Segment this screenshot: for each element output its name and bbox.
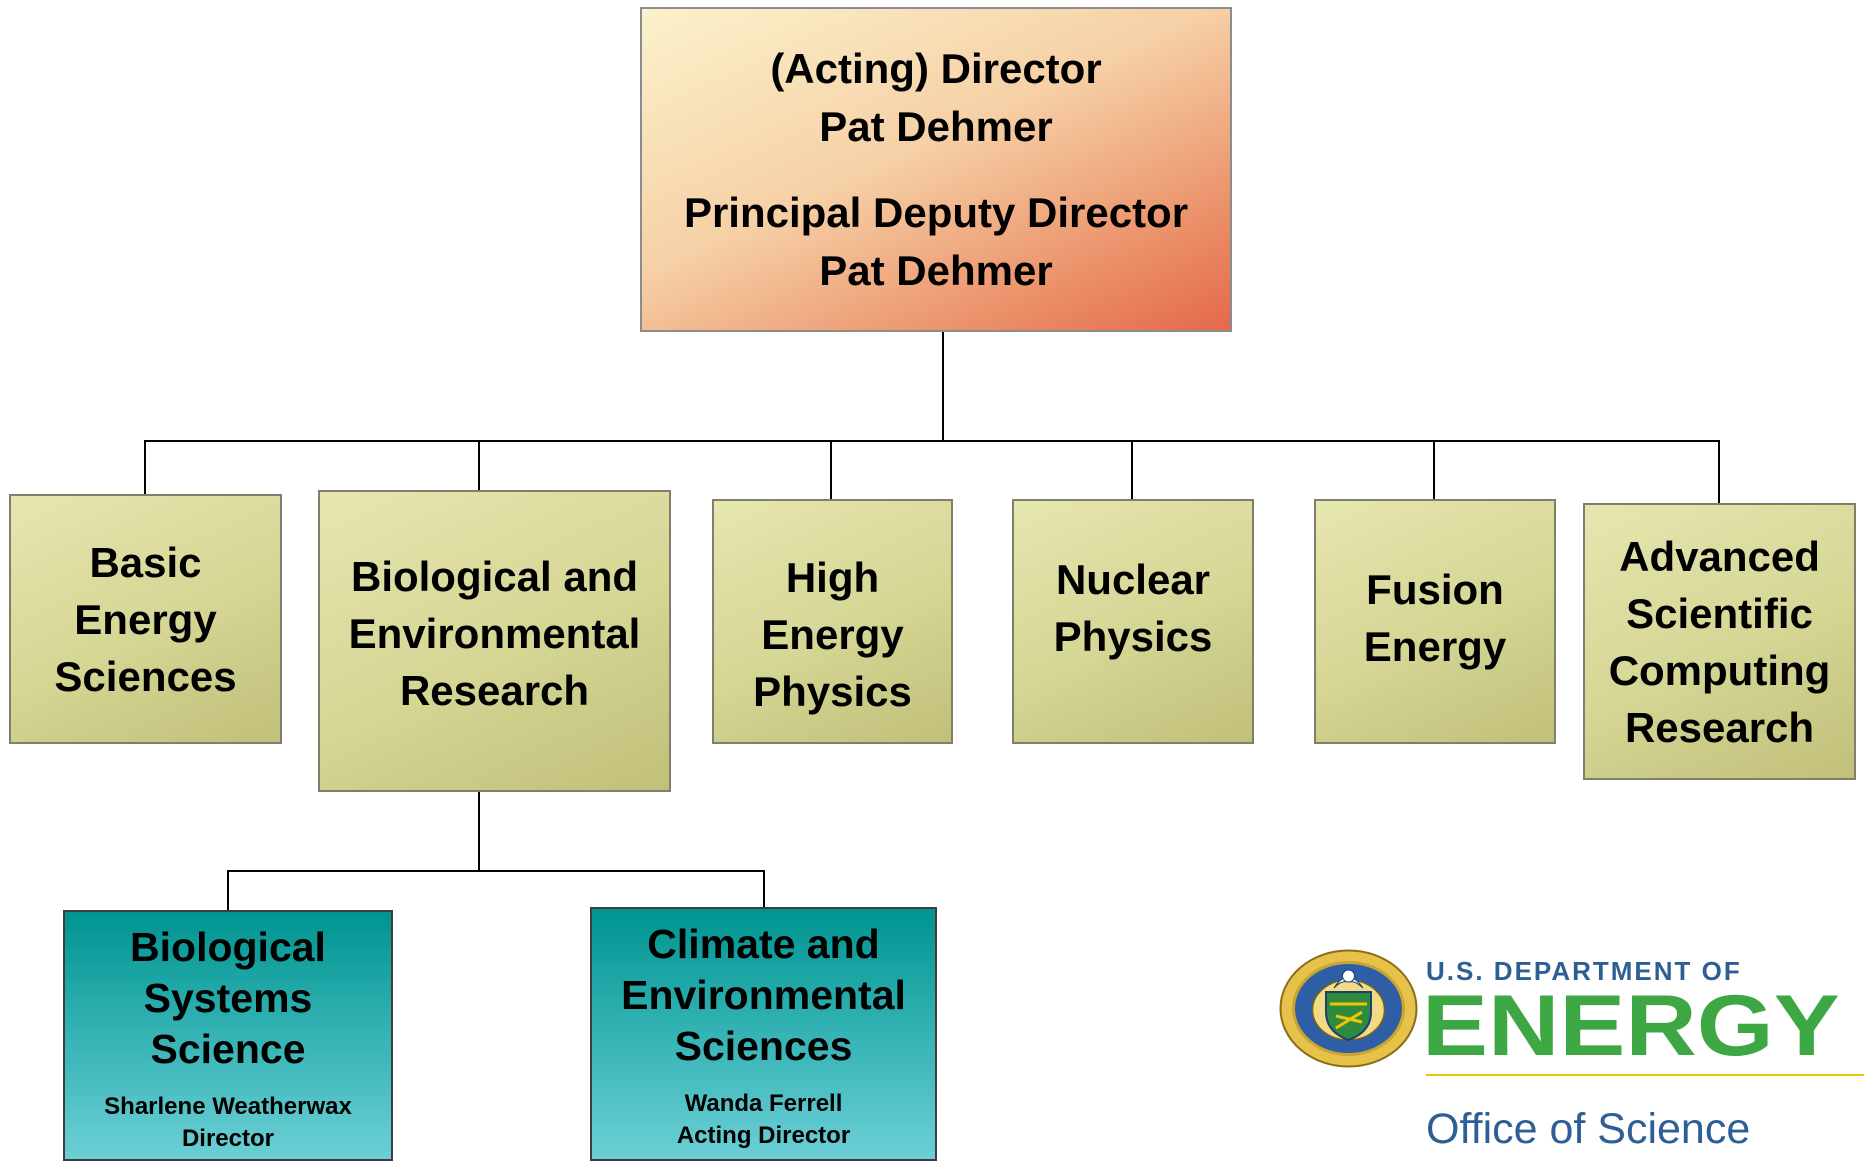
office-label-line: Biological and (350, 553, 639, 600)
logo-office-text: Office of Science (1426, 1105, 1751, 1153)
office-label-line: Energy (1363, 623, 1507, 670)
logo-department-text: U.S. DEPARTMENT OF (1426, 956, 1742, 986)
office-label-line: Research (1624, 703, 1815, 751)
office-basic-energy-sciences: Basic Energy Sciences (9, 494, 282, 744)
connector-division-ces (763, 870, 765, 910)
director-box: (Acting) Director Pat Dehmer Principal D… (640, 7, 1232, 332)
connector-office-ber (478, 440, 480, 490)
director-name: Pat Dehmer (819, 102, 1053, 150)
office-biological-environmental-research: Biological and Environmental Research (318, 490, 671, 792)
office-label-line: Research (399, 667, 590, 714)
connector-divisions-bar (227, 870, 765, 872)
deputy-title: Principal Deputy Director (683, 188, 1189, 236)
logo-divider (1426, 1074, 1864, 1076)
division-title-line: Science (150, 1026, 306, 1072)
connector-offices-bar (144, 440, 1720, 442)
office-label-line: Sciences (54, 652, 237, 700)
division-climate-environmental-sciences: Climate and Environmental Sciences Wanda… (590, 907, 937, 1161)
connector-division-bss (227, 870, 229, 910)
logo-energy-text: ENERGY (1422, 978, 1840, 1074)
office-label-line: Fusion (1366, 566, 1504, 613)
division-person: Sharlene Weatherwax Director (104, 1091, 352, 1155)
office-label-line: Computing (1608, 646, 1831, 694)
office-high-energy-physics: High Energy Physics (712, 499, 953, 744)
office-label-line: Physics (753, 668, 912, 715)
connector-office-hep (830, 440, 832, 499)
connector-ber-stem (478, 792, 480, 872)
office-fusion-energy: Fusion Energy (1314, 499, 1556, 744)
division-person-name: Wanda Ferrell (684, 1090, 843, 1117)
deputy-name: Pat Dehmer (819, 246, 1053, 294)
office-advanced-scientific-computing-research: Advanced Scientific Computing Research (1583, 503, 1856, 780)
division-title-line: Environmental (621, 972, 906, 1018)
office-label-line: Nuclear (1055, 556, 1211, 603)
director-title: (Acting) Director (770, 44, 1102, 92)
office-label-line: Advanced (1619, 532, 1820, 580)
office-label-line: High (785, 554, 880, 601)
doe-seal-icon (1279, 949, 1418, 1068)
division-title-line: Biological (130, 924, 326, 970)
division-title-line: Sciences (674, 1023, 853, 1069)
office-nuclear-physics: Nuclear Physics (1012, 499, 1254, 744)
office-label-line: Energy (74, 595, 217, 643)
connector-office-np (1131, 440, 1133, 499)
office-label-line: Environmental (348, 610, 641, 657)
office-label-line: Basic (89, 538, 202, 586)
connector-director-stem (942, 332, 944, 442)
deputy-block: Principal Deputy Director Pat Dehmer (684, 184, 1188, 300)
director-block: (Acting) Director Pat Dehmer (770, 40, 1101, 156)
division-person-role: Director (181, 1125, 274, 1152)
division-title-line: Systems (143, 975, 313, 1021)
division-person-name: Sharlene Weatherwax (104, 1093, 352, 1120)
office-label-line: Energy (761, 611, 904, 658)
doe-office-of-science-logo: U.S. DEPARTMENT OF ENERGY Office of Scie… (1276, 948, 1864, 1161)
connector-office-bes (144, 440, 146, 494)
division-person: Wanda Ferrell Acting Director (677, 1088, 850, 1152)
office-label-line: Scientific (1626, 589, 1813, 637)
office-label-line: Physics (1053, 613, 1213, 660)
division-biological-systems-science: Biological Systems Science Sharlene Weat… (63, 910, 393, 1161)
division-title-line: Climate and (647, 921, 880, 967)
connector-office-fes (1433, 440, 1435, 499)
connector-office-ascr (1718, 440, 1720, 503)
division-person-role: Acting Director (676, 1122, 851, 1149)
